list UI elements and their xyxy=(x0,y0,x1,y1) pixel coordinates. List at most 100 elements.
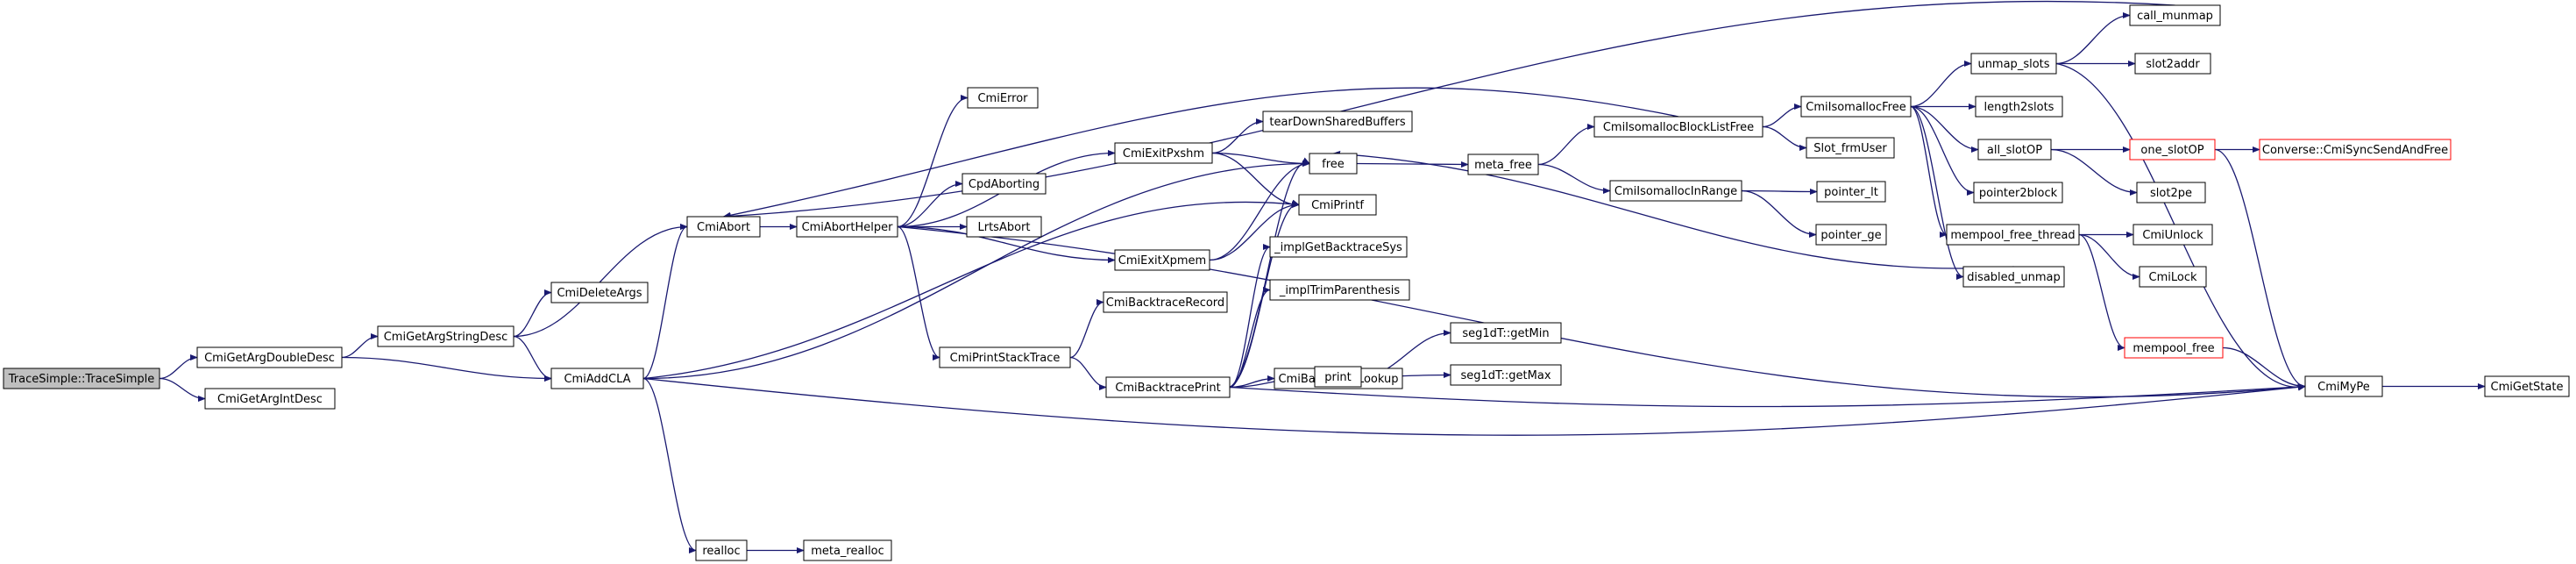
node-cmiprintf[interactable]: CmiPrintf xyxy=(1298,194,1377,216)
node-realloc[interactable]: realloc xyxy=(695,539,748,561)
edge-cmiexitxpmem-to-free xyxy=(1209,160,1310,261)
node-converse-cmisyncsendandfree[interactable]: Converse::CmiSyncSendAndFree xyxy=(2259,139,2452,161)
node-cmiisomallocinrange[interactable]: CmiIsomallocInRange xyxy=(1609,180,1742,202)
node-pointer2block[interactable]: pointer2block xyxy=(1973,182,2063,203)
node-label: CmiAddCLA xyxy=(564,373,630,386)
node-box xyxy=(939,346,1071,368)
node-label: mempool_free_thread xyxy=(1950,229,2075,242)
edge-cmiisomallocinrange-to-pointer-ge xyxy=(1741,189,1817,239)
node-label: disabled_unmap xyxy=(1967,271,2061,284)
edge-cmiexitpxshm-to-cmiprintf xyxy=(1211,152,1300,209)
node-box xyxy=(803,539,892,561)
node-cmigetstate[interactable]: CmiGetState xyxy=(2484,375,2570,397)
node-cmiprintstacktrace[interactable]: CmiPrintStackTrace xyxy=(939,346,1071,368)
node-cpdaborting[interactable]: CpdAborting xyxy=(962,173,1047,195)
node-cmiexitxpmem[interactable]: CmiExitXpmem xyxy=(1114,249,1210,271)
node-impltrimparenthesis[interactable]: _implTrimParenthesis xyxy=(1269,279,1410,301)
node-mempool-free[interactable]: mempool_free xyxy=(2124,337,2224,359)
node-box xyxy=(1298,194,1377,216)
node-implgetbacktracesys[interactable]: _implGetBacktraceSys xyxy=(1269,236,1408,258)
edge-cmiisomallocfree-to-mempool-free-thread xyxy=(1910,105,1948,239)
node-cmiexitpxshm[interactable]: CmiExitPxshm xyxy=(1114,142,1213,164)
node-box xyxy=(1977,139,2052,161)
node-cmigetargdoubledesc[interactable]: CmiGetArgDoubleDesc xyxy=(196,346,343,368)
node-box xyxy=(2132,224,2213,246)
node-box xyxy=(196,346,343,368)
edge-tracesimple-tracesimple-to-cmigetargdoubledesc xyxy=(159,353,198,380)
node-seg1dt-getmax[interactable]: seg1dT::getMax xyxy=(1450,364,1562,386)
node-meta-realloc[interactable]: meta_realloc xyxy=(803,539,892,561)
edge-cmibacktraceprint-to-implgetbacktracesys xyxy=(1229,243,1271,389)
node-cmiaborthelper[interactable]: CmiAbortHelper xyxy=(796,216,898,238)
node-box xyxy=(1314,366,1362,388)
node-box xyxy=(1806,137,1895,159)
node-label: Converse::CmiSyncSendAndFree xyxy=(2262,144,2448,157)
graph-edges xyxy=(159,0,2486,554)
node-box xyxy=(1816,181,1886,203)
node-cmiunlock[interactable]: CmiUnlock xyxy=(2132,224,2213,246)
edge-mempool-free-thread-to-cmilock xyxy=(2078,233,2140,281)
node-call-munmap[interactable]: call_munmap xyxy=(2129,4,2221,26)
node-cmiabort[interactable]: CmiAbort xyxy=(686,216,761,238)
node-slot-frmuser[interactable]: Slot_frmUser xyxy=(1806,137,1895,159)
node-cmibacktracerecord[interactable]: CmiBacktraceRecord xyxy=(1103,291,1228,313)
node-box xyxy=(1970,53,2057,75)
node-label: unmap_slots xyxy=(1977,58,2049,71)
node-box xyxy=(2134,53,2211,75)
node-slot2addr[interactable]: slot2addr xyxy=(2134,53,2211,75)
node-unmap-slots[interactable]: unmap_slots xyxy=(1970,53,2057,75)
node-cmimype[interactable]: CmiMyPe xyxy=(2304,375,2383,397)
node-cmideleteargs[interactable]: CmiDeleteArgs xyxy=(550,282,649,303)
node-label: CmiIsomallocInRange xyxy=(1614,185,1737,198)
node-label: free xyxy=(1322,158,1345,171)
node-box xyxy=(2259,139,2452,161)
node-box xyxy=(1450,322,1562,344)
node-all-slotop[interactable]: all_slotOP xyxy=(1977,139,2052,161)
node-box xyxy=(2129,4,2221,26)
node-print[interactable]: print xyxy=(1314,366,1362,388)
edge-free-to-meta-free xyxy=(1356,161,1469,168)
node-one-slotop[interactable]: one_slotOP xyxy=(2129,139,2216,161)
node-label: seg1dT::getMin xyxy=(1462,327,1549,340)
node-slot2pe[interactable]: slot2pe xyxy=(2136,182,2206,203)
node-box xyxy=(1962,266,2065,288)
edge-cmibacktraceprint-to-cmimype xyxy=(1229,383,2306,408)
node-cmiisomallocblocklistfree[interactable]: CmiIsomallocBlockListFree xyxy=(1593,116,1763,138)
edge-cmiaddcla-to-free xyxy=(642,160,1310,380)
node-cmierror[interactable]: CmiError xyxy=(967,87,1039,109)
node-seg1dt-getmin[interactable]: seg1dT::getMin xyxy=(1450,322,1562,344)
node-pointer-ge[interactable]: pointer_ge xyxy=(1815,224,1887,246)
node-box xyxy=(2139,266,2207,288)
edge-cmiisomallocinrange-to-pointer-lt xyxy=(1741,188,1818,196)
node-box xyxy=(1105,376,1231,398)
node-cmiisomallocfree[interactable]: CmiIsomallocFree xyxy=(1800,96,1912,118)
node-meta-free[interactable]: meta_free xyxy=(1467,153,1539,175)
node-label: CmiGetState xyxy=(2491,381,2564,394)
node-label: CmiGetArgIntDesc xyxy=(217,393,323,406)
node-cmigetargintdesc[interactable]: CmiGetArgIntDesc xyxy=(204,388,336,410)
node-cmilock[interactable]: CmiLock xyxy=(2139,266,2207,288)
node-cmibacktraceprint[interactable]: CmiBacktracePrint xyxy=(1105,376,1231,398)
node-label: CmiDeleteArgs xyxy=(557,287,642,300)
node-label: CmiError xyxy=(977,92,1028,105)
node-disabled-unmap[interactable]: disabled_unmap xyxy=(1962,266,2065,288)
node-label: CmiLock xyxy=(2149,271,2197,284)
node-box xyxy=(1593,116,1763,138)
node-label: _implTrimParenthesis xyxy=(1279,284,1401,297)
node-box xyxy=(204,388,336,410)
node-tracesimple-tracesimple[interactable]: TraceSimple::TraceSimple xyxy=(3,368,160,389)
node-label: seg1dT::getMax xyxy=(1460,369,1551,382)
node-lrtsabort[interactable]: LrtsAbort xyxy=(966,216,1042,238)
node-label: meta_free xyxy=(1474,159,1532,172)
node-free[interactable]: free xyxy=(1309,153,1358,175)
node-teardownsharedbuffers[interactable]: tearDownSharedBuffers xyxy=(1262,111,1413,132)
node-box xyxy=(1309,153,1358,175)
node-pointer-lt[interactable]: pointer_lt xyxy=(1816,181,1886,203)
node-mempool-free-thread[interactable]: mempool_free_thread xyxy=(1946,224,2080,246)
edge-cmiisomallocfree-to-all-slotop xyxy=(1910,105,1979,153)
node-cmiaddcla[interactable]: CmiAddCLA xyxy=(550,368,644,389)
node-box xyxy=(1800,96,1912,118)
node-cmigetargstringdesc[interactable]: CmiGetArgStringDesc xyxy=(377,325,514,347)
edge-call-munmap-to-cmiabort xyxy=(722,0,2175,220)
node-length2slots[interactable]: length2slots xyxy=(1975,96,2063,118)
